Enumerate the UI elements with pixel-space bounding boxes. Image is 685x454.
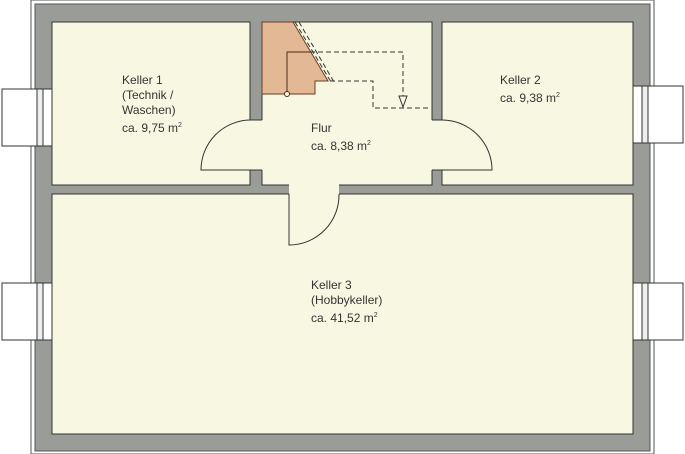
room-name: Keller 2 <box>500 73 541 87</box>
room-name: Keller 3 <box>311 278 352 292</box>
room-name: Flur <box>311 121 332 135</box>
room-area: ca. 9,75 m2 <box>122 121 182 135</box>
room-area: ca. 8,38 m2 <box>311 139 371 153</box>
room-sub: (Hobbykeller) <box>311 293 383 307</box>
room-label-flur: Flur ca. 8,38 m2 <box>311 121 371 154</box>
room-area: ca. 41,52 m2 <box>311 311 378 325</box>
room-label-keller-1: Keller 1 (Technik / Waschen) ca. 9,75 m2 <box>122 73 182 136</box>
windows <box>1 85 684 341</box>
room-sub: Waschen) <box>122 103 176 117</box>
room-sub: (Technik / <box>122 88 174 102</box>
stair-upper-outline <box>294 21 431 109</box>
door-keller-1[interactable] <box>200 119 262 171</box>
door-keller-2[interactable] <box>432 119 493 171</box>
room-label-keller-2: Keller 2 ca. 9,38 m2 <box>500 73 560 106</box>
room-name: Keller 1 <box>122 73 163 87</box>
stair-line <box>286 51 310 94</box>
stair-arrow-icon <box>398 95 408 109</box>
room-area: ca. 9,38 m2 <box>500 91 560 105</box>
room-label-keller-3: Keller 3 (Hobbykeller) ca. 41,52 m2 <box>311 278 382 326</box>
door-keller-3[interactable] <box>288 193 340 246</box>
stair-start-icon <box>284 91 290 97</box>
stairs <box>261 21 329 95</box>
